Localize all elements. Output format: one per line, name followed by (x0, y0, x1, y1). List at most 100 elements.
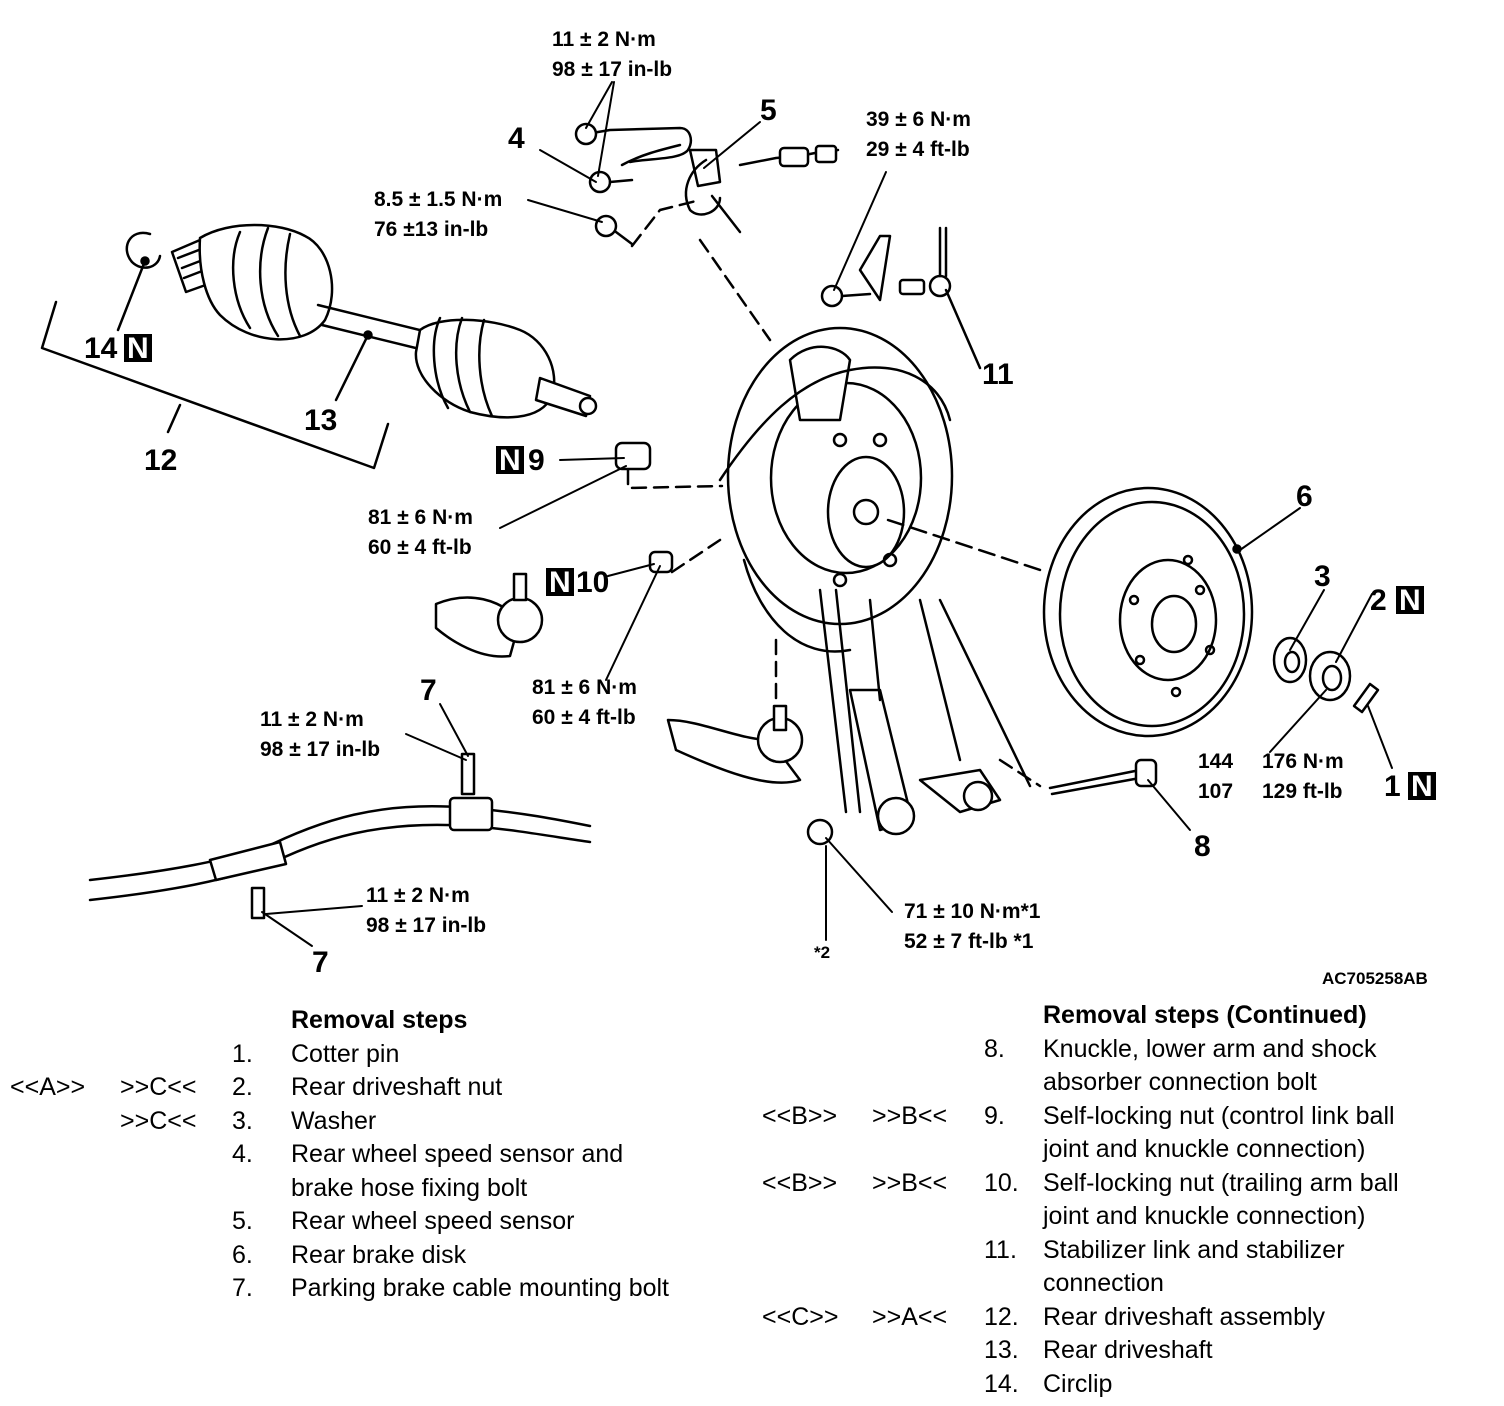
torque-lower-nm: 71 ± 10 N·m*1 (904, 900, 1041, 923)
step-number: 12. (984, 1302, 1019, 1331)
torque-drive-nut-a: 144 (1198, 750, 1233, 773)
torque-hose-nm: 8.5 ± 1.5 N·m (374, 188, 502, 211)
new-mark-1: N (1411, 770, 1433, 803)
step-code-b: >>C<< (120, 1073, 197, 1101)
callout-11: 11 (982, 358, 1014, 391)
torque-cable-upper-nm: 11 ± 2 N·m (260, 708, 364, 731)
step-number: 1. (232, 1039, 253, 1068)
step-code-a: <<C>> (762, 1302, 839, 1331)
removal-steps-left: Removal steps 1. Cotter pin <<A>> >>C<< 2. Re… (0, 1004, 740, 1306)
callout-10: 10 (576, 566, 609, 599)
torque-drive-nut-b: 176 N·m (1262, 750, 1344, 773)
step-item: >>C<<3.Washer (0, 1105, 740, 1139)
step-code-b: >>B<< (872, 1101, 948, 1130)
step-item: 4.Rear wheel speed sensor and (0, 1138, 740, 1172)
torque-cable-upper-in: 98 ± 17 in-lb (260, 738, 380, 761)
callout-13: 13 (304, 404, 337, 437)
step-text: Parking brake cable mounting bolt (291, 1274, 670, 1302)
step-item: <<A>>>>C<<2.Rear driveshaft nut (0, 1071, 740, 1105)
torque-nut9-ft: 60 ± 4 ft-lb (368, 536, 472, 559)
callout-7-lower: 7 (312, 946, 329, 979)
step-text: joint and knuckle connection) (1043, 1135, 1366, 1163)
torque-cable-lower-nm: 11 ± 2 N·m (366, 884, 470, 907)
torque-stab-ft: 29 ± 4 ft-lb (866, 138, 970, 161)
new-part-badge-1 (1408, 772, 1436, 800)
torque-cable-lower-in: 98 ± 17 in-lb (366, 914, 486, 937)
steps-title: Removal steps (291, 1006, 468, 1034)
parking-brake-cable (88, 752, 592, 920)
torque-hose-in: 76 ±13 in-lb (374, 218, 488, 241)
driveshaft-assembly (40, 223, 598, 470)
brake-disk (886, 486, 1254, 738)
new-part-badge-14 (124, 334, 152, 362)
step-text: Knuckle, lower arm and shock (1043, 1034, 1377, 1063)
step-text: Self-locking nut (trailing arm ball (1043, 1168, 1399, 1197)
step-text: Stabilizer link and stabilizer (1043, 1235, 1345, 1264)
step-code-a: <<B>> (762, 1101, 838, 1130)
step-text: Rear wheel speed sensor (291, 1207, 575, 1235)
step-text: Washer (291, 1106, 377, 1135)
torque-nut10-nm: 81 ± 6 N·m (532, 676, 637, 699)
torque-drive-nut-d: 129 ft-lb (1262, 780, 1343, 803)
callout-4: 4 (508, 122, 525, 155)
step-text: Cotter pin (291, 1039, 400, 1068)
knuckle-and-backing-plate (718, 326, 1032, 836)
step-text: joint and knuckle connection) (1043, 1202, 1366, 1230)
step-item-continued: joint and knuckle connection) (752, 1200, 1504, 1234)
step-item: 6. Rear brake disk (0, 1239, 740, 1273)
step-number: 7. (232, 1274, 253, 1302)
torque-sensor-nm: 11 ± 2 N·m (552, 28, 656, 51)
exploded-view-diagram: 11 ± 2 N·m 98 ± 17 in-lb 8.5 ± 1.5 N·m 7… (40, 28, 1436, 988)
step-item-continued: brake hose fixing bolt (0, 1172, 740, 1206)
callout-12: 12 (144, 444, 177, 477)
callout-9: 9 (528, 444, 545, 477)
step-code-a: <<B>> (762, 1168, 838, 1197)
new-part-badge-2 (1396, 586, 1424, 614)
step-text: Circlip (1043, 1369, 1113, 1398)
step-number: 8. (984, 1034, 1005, 1063)
step-number: 9. (984, 1101, 1005, 1130)
step-number: 14. (984, 1369, 1019, 1398)
wheel-speed-sensor (574, 122, 840, 342)
steps-continued-title: Removal steps (Continued) (1043, 1001, 1367, 1029)
step-item-continued: joint and knuckle connection) (752, 1133, 1504, 1167)
step-code-a: <<A>> (10, 1073, 86, 1101)
step-number: 6. (232, 1240, 253, 1269)
new-mark-9: N (499, 444, 521, 477)
step-item-continued: absorber connection bolt (752, 1066, 1504, 1100)
step-text: Self-locking nut (control link ball (1043, 1101, 1395, 1130)
step-code-b: >>A<< (872, 1302, 948, 1331)
step-code-b: >>B<< (872, 1168, 948, 1197)
callout-2: 2 (1370, 584, 1387, 617)
step-item: 1. Cotter pin (0, 1038, 740, 1072)
callout-3: 3 (1314, 560, 1331, 593)
callout-8: 8 (1194, 830, 1211, 863)
stabilizer-link (820, 226, 982, 370)
new-mark-2: N (1399, 584, 1421, 617)
washer-nut-cotter (1272, 636, 1380, 714)
step-number: 3. (232, 1106, 253, 1135)
ball-joints (434, 441, 834, 846)
new-mark-10: N (549, 566, 571, 599)
callout-14: 14 (84, 332, 118, 365)
step-item: 5.Rear wheel speed sensor (0, 1205, 740, 1239)
step-text: Rear brake disk (291, 1240, 467, 1269)
step-text: Rear driveshaft assembly (1043, 1302, 1326, 1331)
step-number: 13. (984, 1336, 1019, 1364)
torque-nut9-nm: 81 ± 6 N·m (368, 506, 473, 529)
step-item: <<B>> >>B<< 9. Self-locking nut (control li… (752, 1100, 1504, 1134)
step-item: 7. Parking brake cable mounting bolt (0, 1272, 740, 1306)
step-number: 2. (232, 1073, 253, 1101)
step-item-continued: connection (752, 1267, 1504, 1301)
torque-drive-nut-c: 107 (1198, 780, 1233, 803)
torque-sensor-in: 98 ± 17 in-lb (552, 58, 672, 81)
new-part-badge-9 (496, 446, 524, 474)
step-text: absorber connection bolt (1043, 1068, 1317, 1096)
step-text: connection (1043, 1269, 1164, 1297)
torque-stab-nm: 39 ± 6 N·m (866, 108, 971, 131)
new-part-badge-10 (546, 568, 574, 596)
step-item: 13.Rear driveshaft (752, 1334, 1504, 1368)
callout-6: 6 (1296, 480, 1313, 513)
callout-5: 5 (760, 94, 777, 127)
removal-steps-right: Removal steps (Continued) 8. Knuckle, low… (752, 999, 1504, 1401)
